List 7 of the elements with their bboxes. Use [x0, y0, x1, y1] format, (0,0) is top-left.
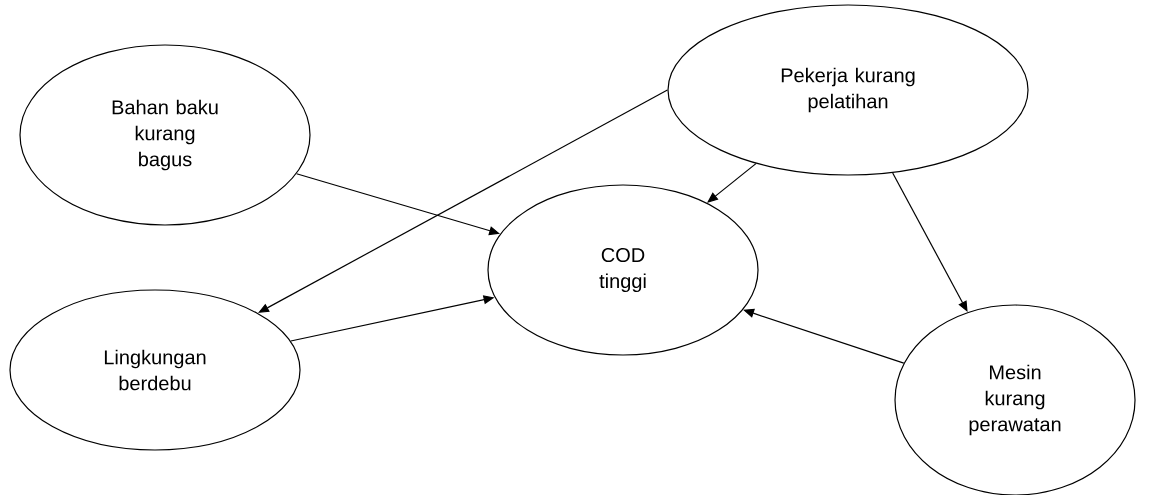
arrow	[743, 308, 905, 364]
ellipse-node: Bahan baku kurang bagus	[19, 44, 311, 226]
arrow	[707, 163, 757, 203]
ellipse-node: Pekerja kurang pelatihan	[667, 4, 1029, 176]
arrow	[258, 89, 668, 313]
ellipse-node: COD tinggi	[487, 184, 759, 356]
ellipse-node: Lingkungan berdebu	[9, 289, 301, 451]
